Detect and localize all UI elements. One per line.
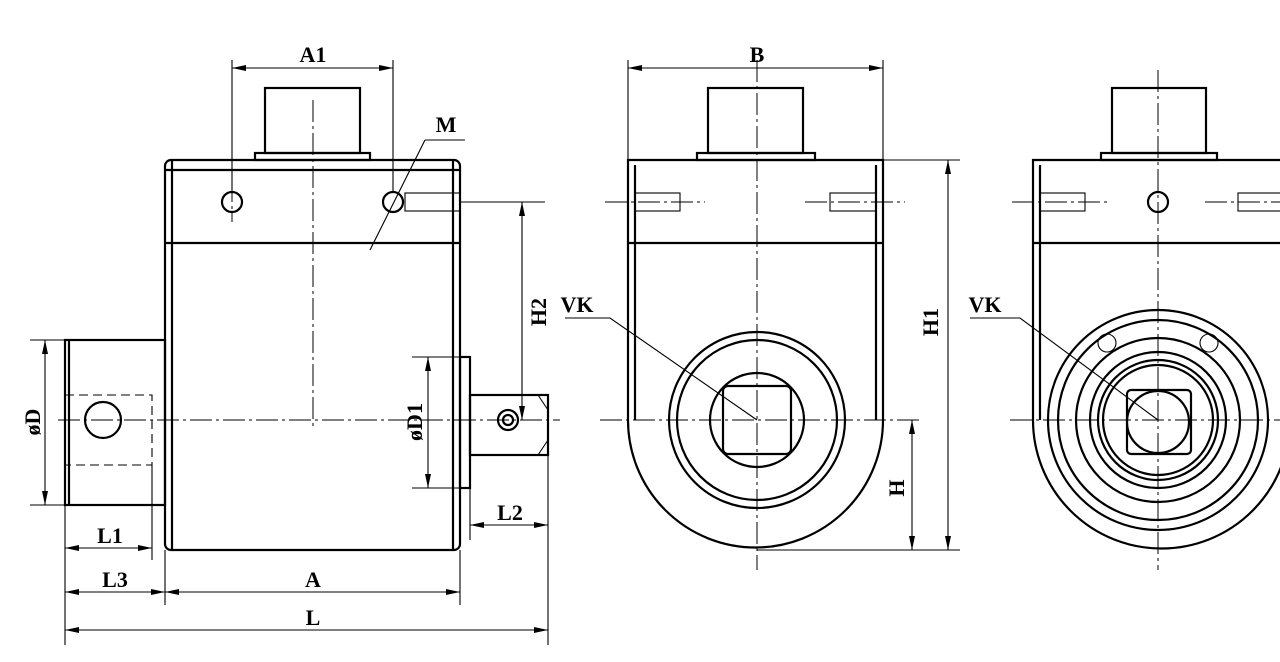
dim-label-b: B	[750, 42, 765, 67]
dim-label-m: M	[436, 112, 457, 137]
side-view: A1 M H2 øD øD1 L2 L1 L3 A L	[20, 42, 560, 645]
dim-label-vk-front: VK	[561, 292, 594, 317]
dim-label-l1: L1	[97, 523, 123, 548]
dim-label-h: H	[884, 479, 909, 496]
dim-label-vk-rear: VK	[969, 292, 1002, 317]
dim-label-h2: H2	[526, 298, 551, 326]
dim-label-a: A	[305, 567, 321, 592]
rear-view: VK	[969, 70, 1280, 570]
dim-label-d1: øD1	[402, 403, 427, 441]
front-view: B VK H1 H	[561, 42, 960, 570]
dim-label-a1: A1	[300, 42, 327, 67]
dim-label-l3: L3	[102, 567, 128, 592]
dim-label-l2: L2	[497, 500, 523, 525]
dim-label-d: øD	[20, 409, 45, 436]
dim-label-l: L	[306, 605, 321, 630]
dim-label-h1: H1	[918, 308, 943, 336]
